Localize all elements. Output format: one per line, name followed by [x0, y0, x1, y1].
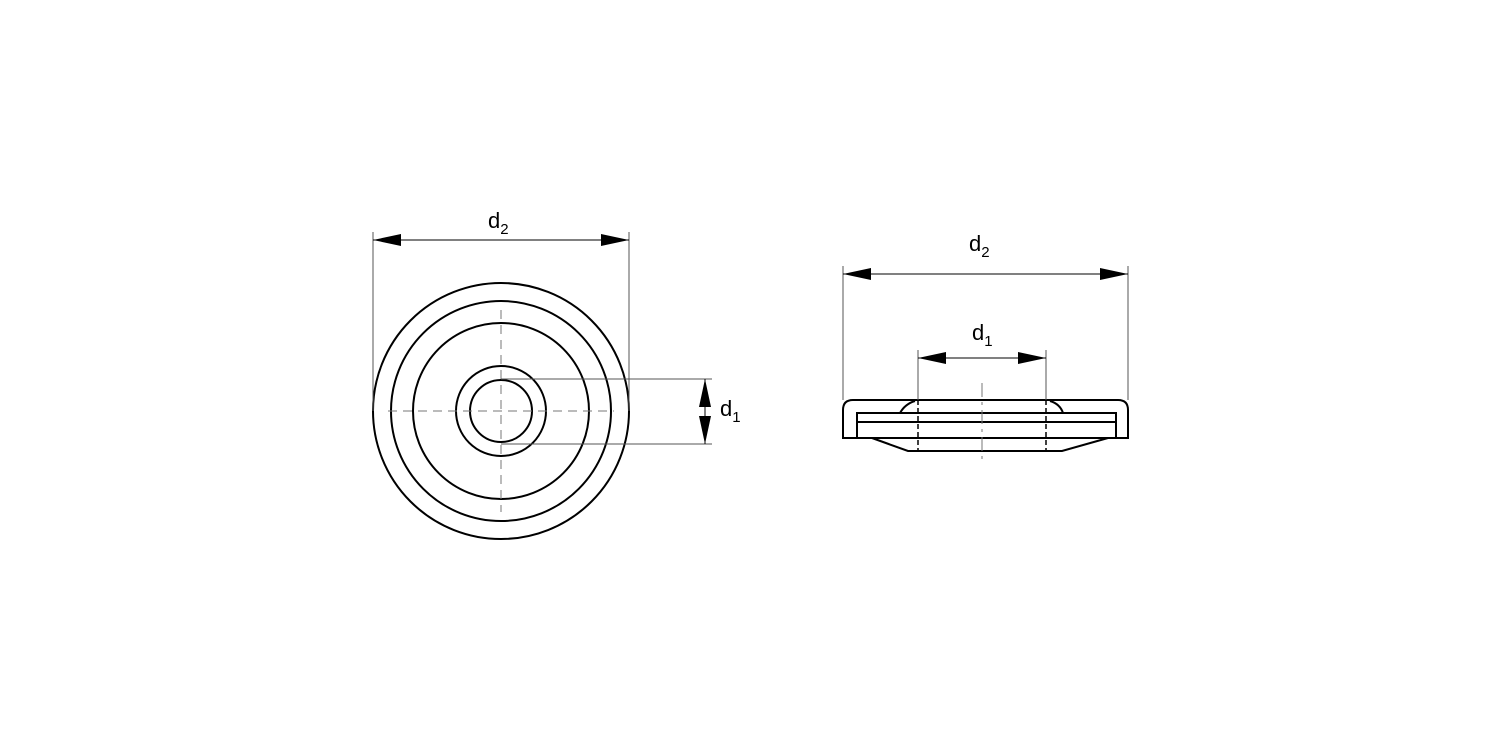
side-view: [842, 266, 1129, 460]
side-d2-label: d2: [969, 231, 990, 261]
front-view: d2 d1: [372, 208, 741, 540]
hub-chamfer: [899, 400, 1064, 414]
inner-plate: [856, 412, 1117, 439]
body-outline: [842, 399, 1129, 439]
side-d1-label: d1: [972, 320, 993, 350]
d2-label: d2: [488, 208, 509, 238]
bottom-taper: [871, 437, 1109, 452]
d1-label: d1: [720, 396, 741, 426]
